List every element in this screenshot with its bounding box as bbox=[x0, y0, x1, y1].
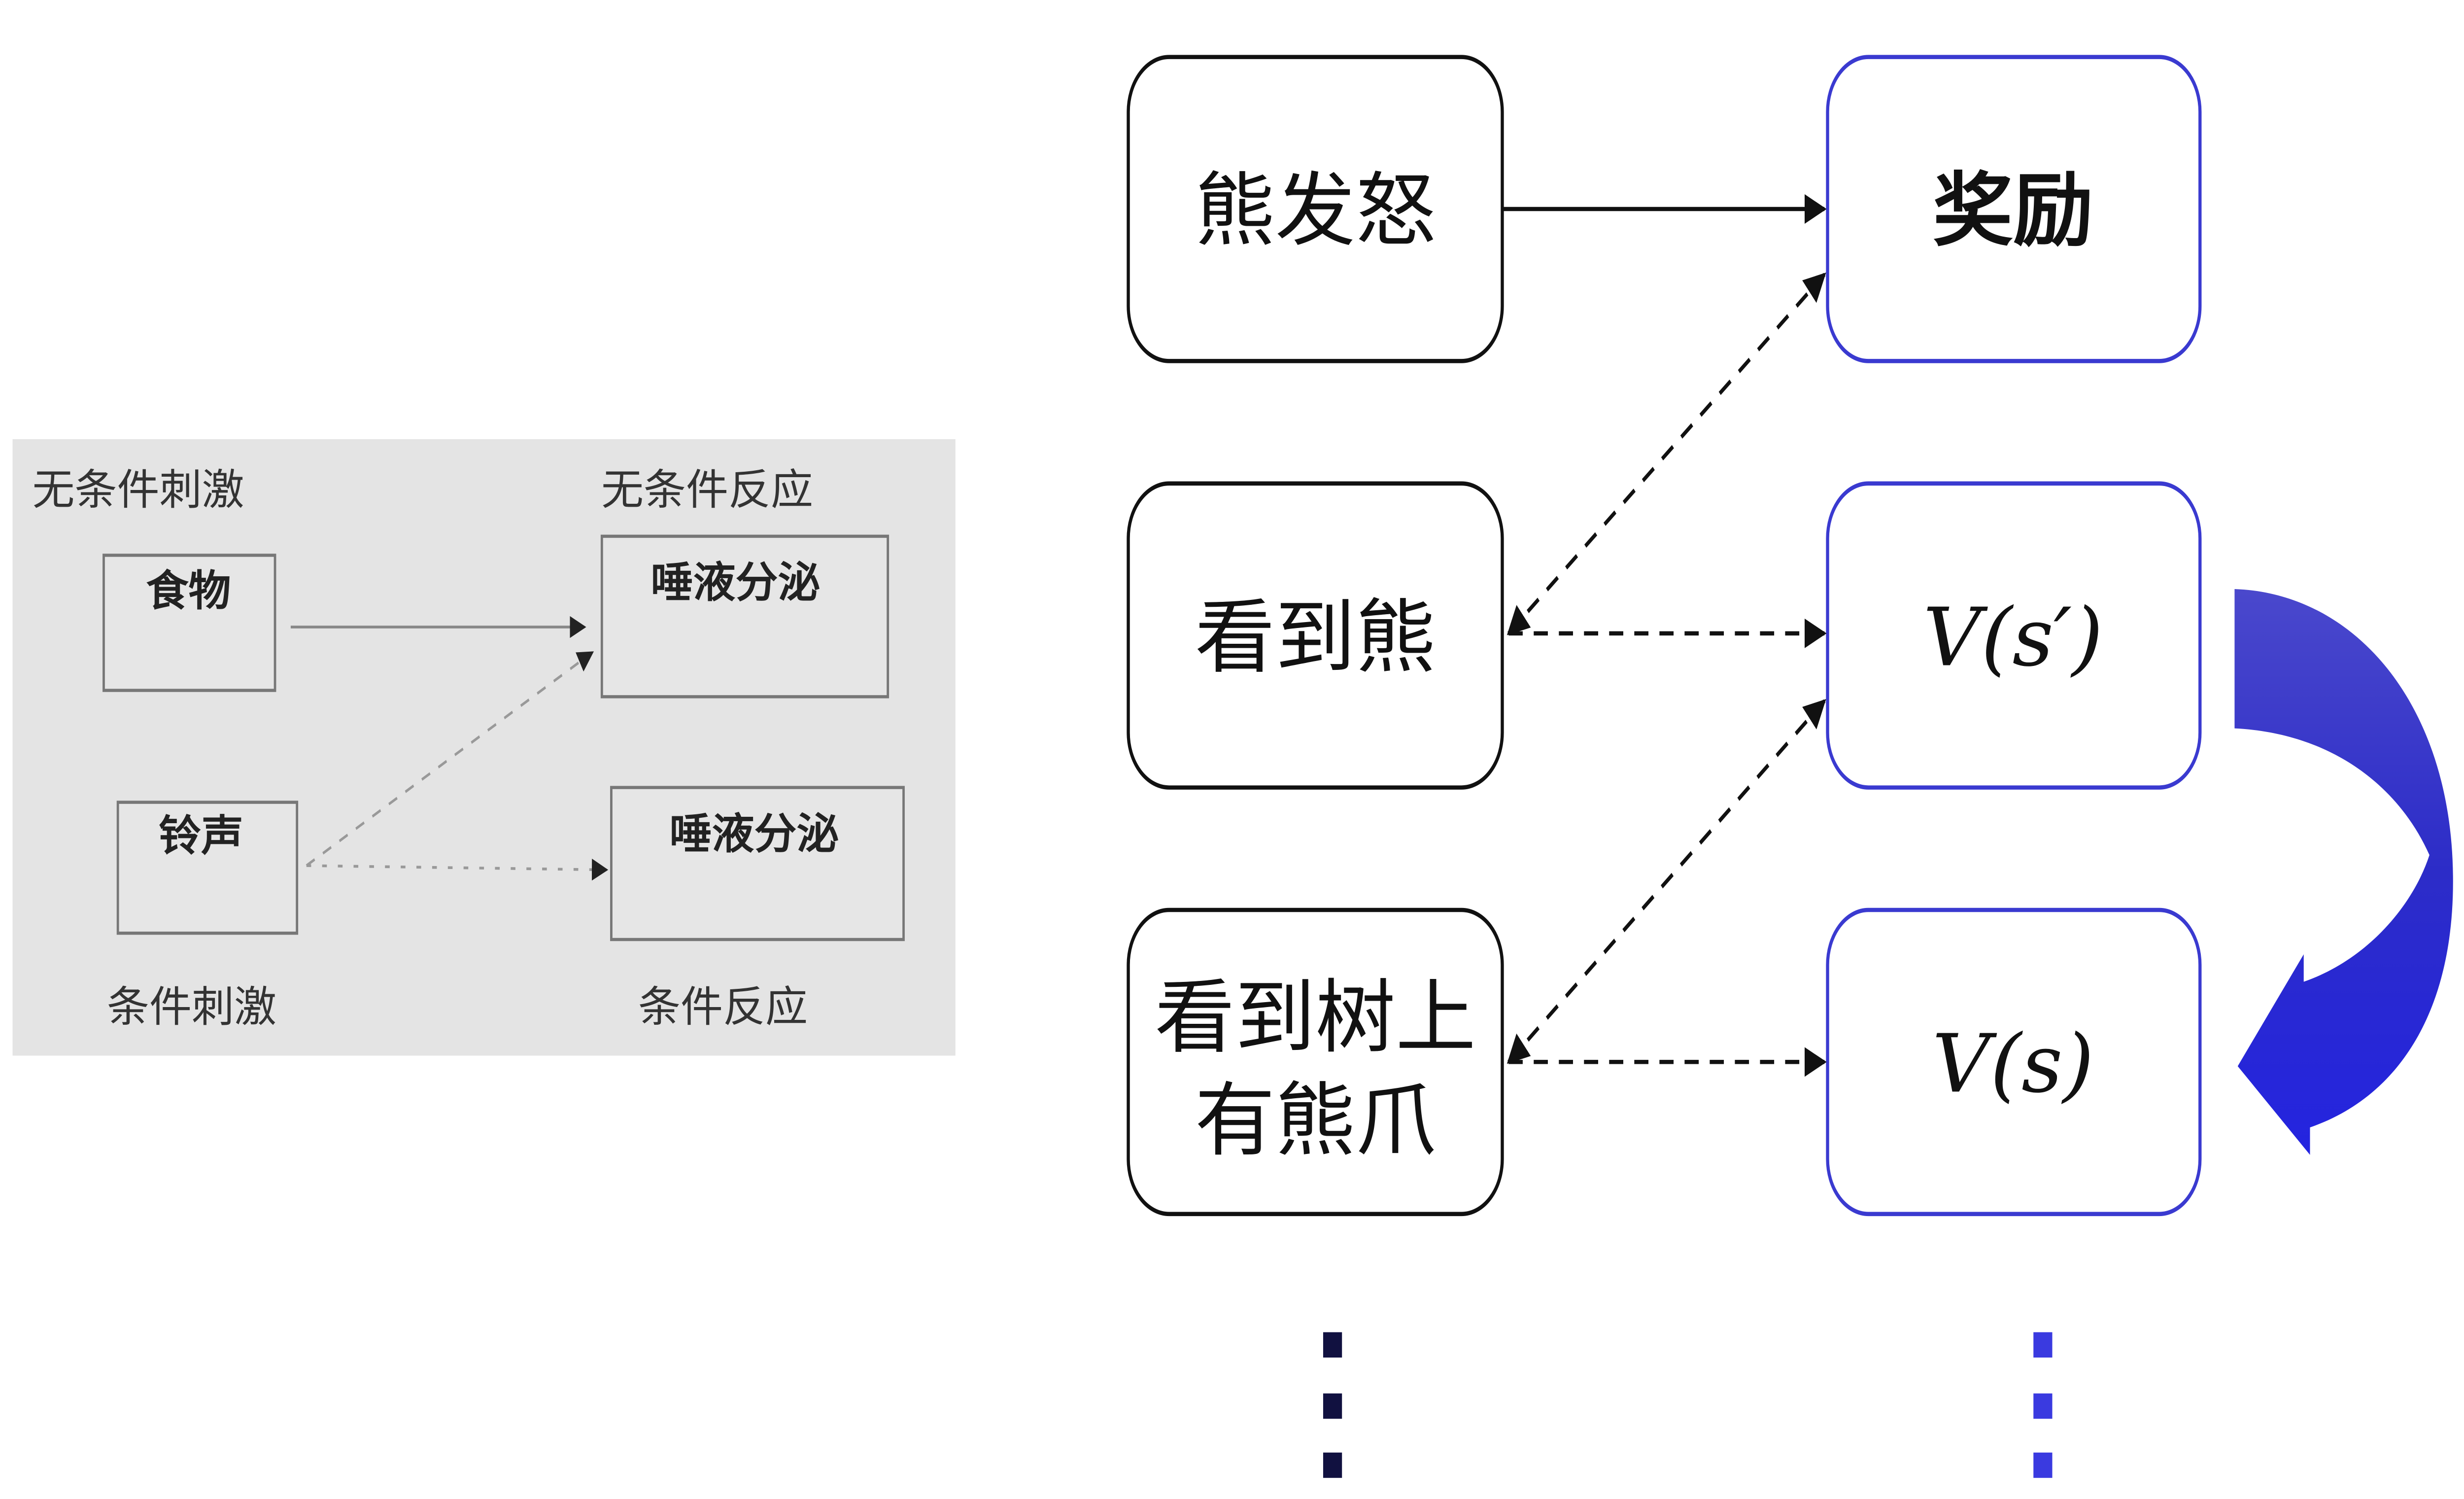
state-label: 有熊爪 bbox=[1195, 1074, 1436, 1168]
unconditioned-response-label: 无条件反应 bbox=[601, 465, 813, 515]
salivation-bottom-box bbox=[610, 786, 905, 941]
bell-to-conditioned-response-dotted-arrow bbox=[306, 858, 609, 881]
dashed-diagonal-arrow bbox=[1506, 272, 1826, 635]
bell-to-salivation-dashed-arrow bbox=[306, 651, 594, 867]
left-panel-background bbox=[12, 439, 956, 1056]
state-label: 看到树上 bbox=[1154, 971, 1476, 1065]
conditioning-diagram bbox=[12, 439, 956, 1056]
food-label: 食物 bbox=[146, 566, 231, 616]
bell-box bbox=[116, 801, 299, 935]
dashed-diagonal-arrow bbox=[1506, 699, 1826, 1064]
ellipsis-values bbox=[2033, 1332, 2053, 1478]
salivation-top-label: 唾液分泌 bbox=[650, 558, 821, 608]
value-box-next-state bbox=[1826, 481, 2202, 790]
state-label: 熊发怒 bbox=[1195, 164, 1436, 258]
value-label-reward: 奖励 bbox=[1932, 164, 2094, 258]
curved-arrow-icon bbox=[2234, 589, 2453, 1155]
unconditioned-stimulus-label: 无条件刺激 bbox=[32, 465, 244, 515]
conditioned-stimulus-label: 条件刺激 bbox=[107, 982, 276, 1032]
value-box-state bbox=[1826, 907, 2202, 1217]
ellipsis-states bbox=[1323, 1332, 1342, 1478]
value-box-reward bbox=[1826, 55, 2202, 363]
bell-label: 铃声 bbox=[159, 811, 243, 861]
conditioned-response-label: 条件反应 bbox=[638, 982, 808, 1032]
state-box-see-claw bbox=[1127, 907, 1504, 1217]
salivation-top-box bbox=[600, 534, 890, 698]
salivation-bottom-label: 唾液分泌 bbox=[669, 809, 839, 859]
food-box bbox=[103, 554, 276, 692]
state-box-see-bear bbox=[1127, 481, 1504, 790]
value-label-next-state: V(s′) bbox=[1923, 591, 2103, 685]
state-label: 看到熊 bbox=[1195, 591, 1436, 685]
td-diagram bbox=[1127, 55, 2453, 1478]
value-label-state: V(s) bbox=[1932, 1017, 2094, 1111]
